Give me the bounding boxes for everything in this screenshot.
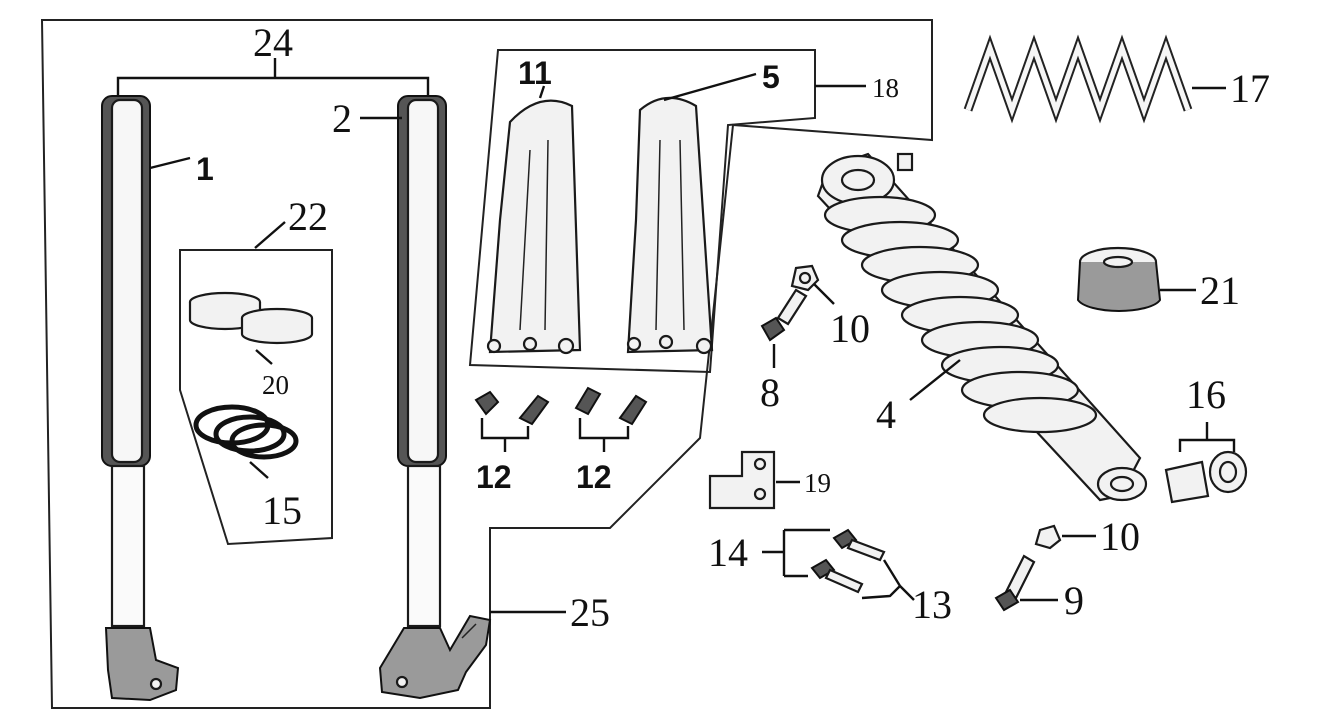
callout-5: 5: [762, 59, 780, 95]
callout-4: 4: [876, 392, 896, 437]
callout-10a: 10: [830, 306, 870, 351]
seal-kit-box: [179, 249, 333, 546]
leader-15: [249, 461, 269, 479]
callout-24: 24: [253, 20, 293, 65]
bolt-upper: [760, 288, 808, 342]
leader-11: [538, 85, 546, 99]
nut-upper: [790, 264, 820, 292]
oil-seals: [193, 404, 299, 460]
leader-12b: [578, 418, 630, 452]
callout-1: 1: [196, 151, 214, 187]
fork-group-frame: [40, 19, 933, 709]
fork-leg-left: [101, 95, 180, 702]
callout-12b: 12: [576, 459, 612, 495]
leader-5: [663, 72, 757, 102]
spring: [963, 34, 1193, 124]
callout-21: 21: [1200, 268, 1240, 313]
leader-22: [254, 221, 286, 249]
callout-9: 9: [1064, 578, 1084, 623]
callout-11: 11: [518, 55, 552, 91]
leader-20: [255, 349, 273, 365]
fork-guard-box: [468, 49, 816, 374]
leader-4: [909, 359, 961, 401]
fork-guard-left: [486, 99, 582, 355]
leader-10a: [813, 283, 835, 305]
mount-bracket: [708, 450, 776, 510]
callout-16: 16: [1186, 372, 1226, 417]
guard-clips: [474, 386, 648, 426]
callout-8: 8: [760, 370, 780, 415]
leader-24: [116, 58, 430, 95]
callout-20: 20: [262, 370, 289, 400]
nut-lower: [1034, 524, 1062, 550]
callout-2: 2: [332, 96, 352, 141]
callout-25: 25: [570, 590, 610, 635]
fork-guard-right: [626, 96, 714, 355]
rear-shock: [816, 152, 1148, 502]
bracket-bolts: [810, 528, 886, 594]
callout-22: 22: [288, 194, 328, 239]
fork-leg-right: [378, 95, 492, 700]
bolt-lower: [994, 554, 1036, 612]
callout-10b: 10: [1100, 514, 1140, 559]
callout-15: 15: [262, 488, 302, 533]
leader-13: [861, 559, 915, 601]
callout-14: 14: [708, 530, 748, 575]
leader-12a: [480, 418, 530, 452]
bushings: [188, 291, 314, 345]
leader-14: [762, 528, 830, 578]
bump-stop: [1076, 246, 1162, 312]
bearing-collars: [1164, 450, 1248, 504]
callout-12a: 12: [476, 459, 512, 495]
callout-13: 13: [912, 582, 952, 627]
leader-16: [1178, 422, 1236, 452]
leader-1: [149, 156, 191, 170]
callout-19: 19: [804, 468, 831, 498]
callout-18: 18: [872, 73, 899, 103]
callout-17: 17: [1230, 66, 1270, 111]
